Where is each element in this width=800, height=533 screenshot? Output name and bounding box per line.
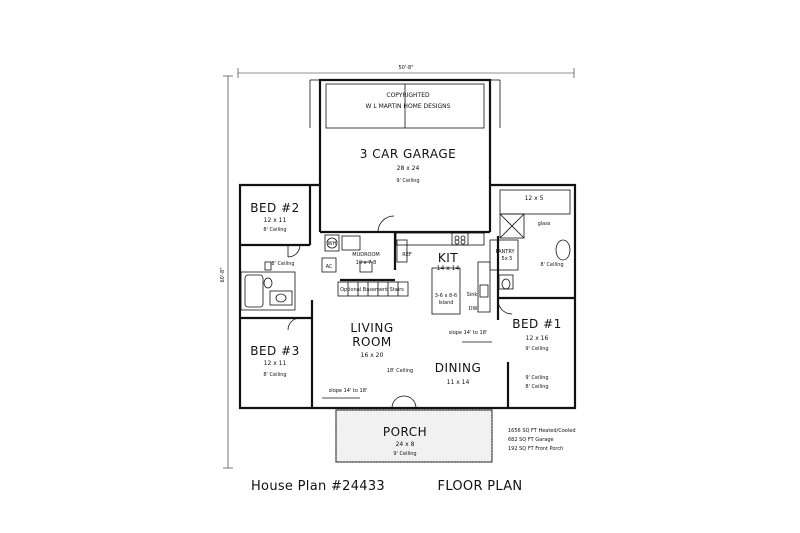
porch-ceiling: 9' Ceiling bbox=[393, 451, 416, 457]
mudroom-walls bbox=[321, 215, 397, 282]
living-name-line1: LIVING bbox=[350, 321, 393, 335]
pantry-size: 5x 5 bbox=[502, 256, 513, 262]
bed1-ceiling: 9' Ceiling bbox=[525, 346, 548, 352]
stat-heated: 1656 SQ FT Heated/Cooled bbox=[508, 428, 576, 434]
master-suite-walls bbox=[496, 189, 575, 320]
stat-garage: 682 SQ FT Garage bbox=[508, 437, 554, 443]
dw-label: DW bbox=[469, 306, 478, 312]
front-door bbox=[391, 395, 417, 409]
bed2-size: 12 x 11 bbox=[264, 217, 287, 224]
dining-name: DINING bbox=[435, 361, 482, 375]
living-name-line2: ROOM bbox=[352, 335, 392, 349]
master-bath-ceiling: 8' Ceiling bbox=[540, 262, 563, 268]
garage-name: 3 CAR GARAGE bbox=[360, 147, 456, 161]
bed3-size: 12 x 11 bbox=[264, 360, 287, 367]
bed2-ceiling: 8' Ceiling bbox=[263, 227, 286, 233]
porch bbox=[335, 409, 493, 463]
kitchen-name: KIT bbox=[438, 251, 458, 265]
kitchen-cabinets bbox=[395, 232, 519, 315]
bed1-ceiling-2: 9' Ceiling bbox=[525, 375, 548, 381]
stairs-label: Optional Basement Stairs bbox=[340, 287, 404, 293]
garage-walls bbox=[309, 78, 501, 185]
basement-stairs bbox=[337, 281, 409, 297]
garage-size: 28 x 24 bbox=[397, 165, 420, 172]
porch-name: PORCH bbox=[383, 425, 427, 439]
dimension-lines bbox=[223, 68, 575, 469]
hall-bath bbox=[240, 261, 296, 311]
copyright-line1: COPYRIGHTED bbox=[386, 92, 430, 99]
house-walls bbox=[238, 183, 577, 410]
island-line1: 3-6 x 8-6 bbox=[435, 293, 457, 299]
stat-porch: 192 SQ FT Front Porch bbox=[508, 446, 563, 452]
dining-size: 11 x 14 bbox=[447, 379, 470, 386]
copyright-line2: W L MARTIN HOME DESIGNS bbox=[366, 103, 451, 110]
overall-depth-label: 60'-8" bbox=[220, 267, 226, 282]
ac-label: AC bbox=[326, 264, 333, 270]
bed2-name: BED #2 bbox=[250, 201, 300, 215]
bed1-ceiling-3: 8' Ceiling bbox=[525, 384, 548, 390]
mudroom-name: MUDROOM bbox=[352, 252, 379, 258]
overall-width-label: 50'-8" bbox=[398, 65, 413, 71]
bed3-name: BED #3 bbox=[250, 344, 300, 358]
plan-number: House Plan #24433 bbox=[251, 479, 385, 494]
living-size: 16 x 20 bbox=[361, 352, 384, 359]
closet-size: 12 x 5 bbox=[525, 195, 544, 202]
bed1-size: 12 x 16 bbox=[526, 335, 549, 342]
living-ceiling: 18' Ceiling bbox=[387, 368, 413, 374]
glass-label: glass bbox=[538, 221, 551, 227]
garage-ceiling: 9' Ceiling bbox=[396, 178, 419, 184]
kitchen-size: 14 x 14 bbox=[437, 265, 460, 272]
mudroom-size: 10 x 7-8 bbox=[356, 260, 377, 266]
plan-type: FLOOR PLAN bbox=[438, 479, 523, 494]
sink-label: Sink bbox=[467, 292, 478, 298]
ref-label: REF bbox=[402, 252, 412, 258]
slope-living: slope 14' to 18' bbox=[329, 388, 368, 394]
slope-dining: slope 14' to 18' bbox=[449, 330, 488, 336]
wh-label: WH bbox=[328, 241, 337, 247]
porch-size: 24 x 8 bbox=[396, 441, 415, 448]
bed3-walls bbox=[240, 300, 314, 408]
pantry-label: PANTRY bbox=[495, 249, 515, 255]
bed1-name: BED #1 bbox=[512, 317, 562, 331]
island-line2: Island bbox=[439, 300, 454, 306]
bed3-ceiling: 8' Ceiling bbox=[263, 372, 286, 378]
bath-ceiling: 8' Ceiling bbox=[271, 261, 294, 267]
bed2-walls bbox=[240, 185, 312, 258]
